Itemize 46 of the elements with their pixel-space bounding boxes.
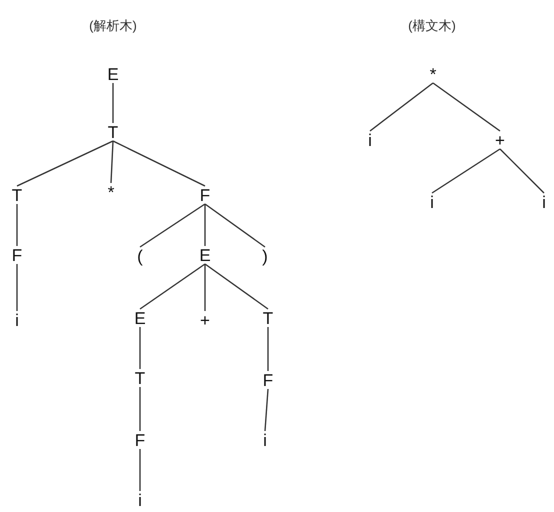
tree-branch-line bbox=[370, 82, 434, 132]
tree-symbol: T bbox=[105, 123, 121, 141]
tree-symbol: i bbox=[536, 193, 552, 211]
tree-branch-line bbox=[112, 83, 114, 123]
tree-branch-line bbox=[204, 264, 206, 311]
tree-symbol: ) bbox=[257, 247, 273, 265]
tree-symbol: i bbox=[424, 193, 440, 211]
tree-branch-line bbox=[432, 82, 500, 132]
tree-symbol: T bbox=[9, 186, 25, 204]
tree-caption: (解析木) bbox=[89, 19, 137, 32]
tree-branch-line bbox=[432, 148, 500, 194]
tree-branch-line bbox=[16, 140, 114, 187]
tree-caption: (構文木) bbox=[408, 19, 456, 32]
tree-symbol: T bbox=[132, 369, 148, 387]
tree-symbol: E bbox=[132, 309, 148, 327]
tree-symbol: E bbox=[197, 246, 213, 264]
tree-symbol: + bbox=[197, 311, 213, 329]
tree-symbol: ( bbox=[132, 247, 148, 265]
tree-branch-line bbox=[140, 263, 206, 310]
tree-branch-line bbox=[16, 204, 18, 246]
tree-branch-line bbox=[112, 140, 206, 187]
tree-symbol: i bbox=[9, 311, 25, 329]
tree-symbol: * bbox=[425, 65, 441, 83]
tree-symbol: i bbox=[257, 431, 273, 449]
tree-symbol: + bbox=[492, 131, 508, 149]
tree-symbol: T bbox=[260, 309, 276, 327]
tree-branch-line bbox=[500, 148, 544, 194]
tree-branch-line bbox=[139, 327, 141, 369]
tree-branch-line bbox=[267, 327, 269, 371]
tree-symbol: F bbox=[260, 371, 276, 389]
tree-symbol: E bbox=[105, 65, 121, 83]
tree-symbol: * bbox=[103, 183, 119, 201]
tree-symbol: i bbox=[132, 491, 148, 509]
tree-branch-line bbox=[204, 203, 266, 248]
tree-symbol: i bbox=[362, 131, 378, 149]
tree-branch-line bbox=[16, 264, 18, 311]
tree-branch-line bbox=[264, 388, 269, 432]
tree-branch-line bbox=[110, 140, 114, 184]
tree-symbol: F bbox=[132, 431, 148, 449]
tree-branch-line bbox=[204, 204, 206, 246]
tree-branch-line bbox=[139, 449, 141, 491]
tree-symbol: F bbox=[197, 186, 213, 204]
tree-branch-line bbox=[204, 263, 268, 310]
tree-branch-line bbox=[139, 387, 141, 431]
tree-branch-line bbox=[140, 203, 206, 248]
tree-symbol: F bbox=[9, 246, 25, 264]
